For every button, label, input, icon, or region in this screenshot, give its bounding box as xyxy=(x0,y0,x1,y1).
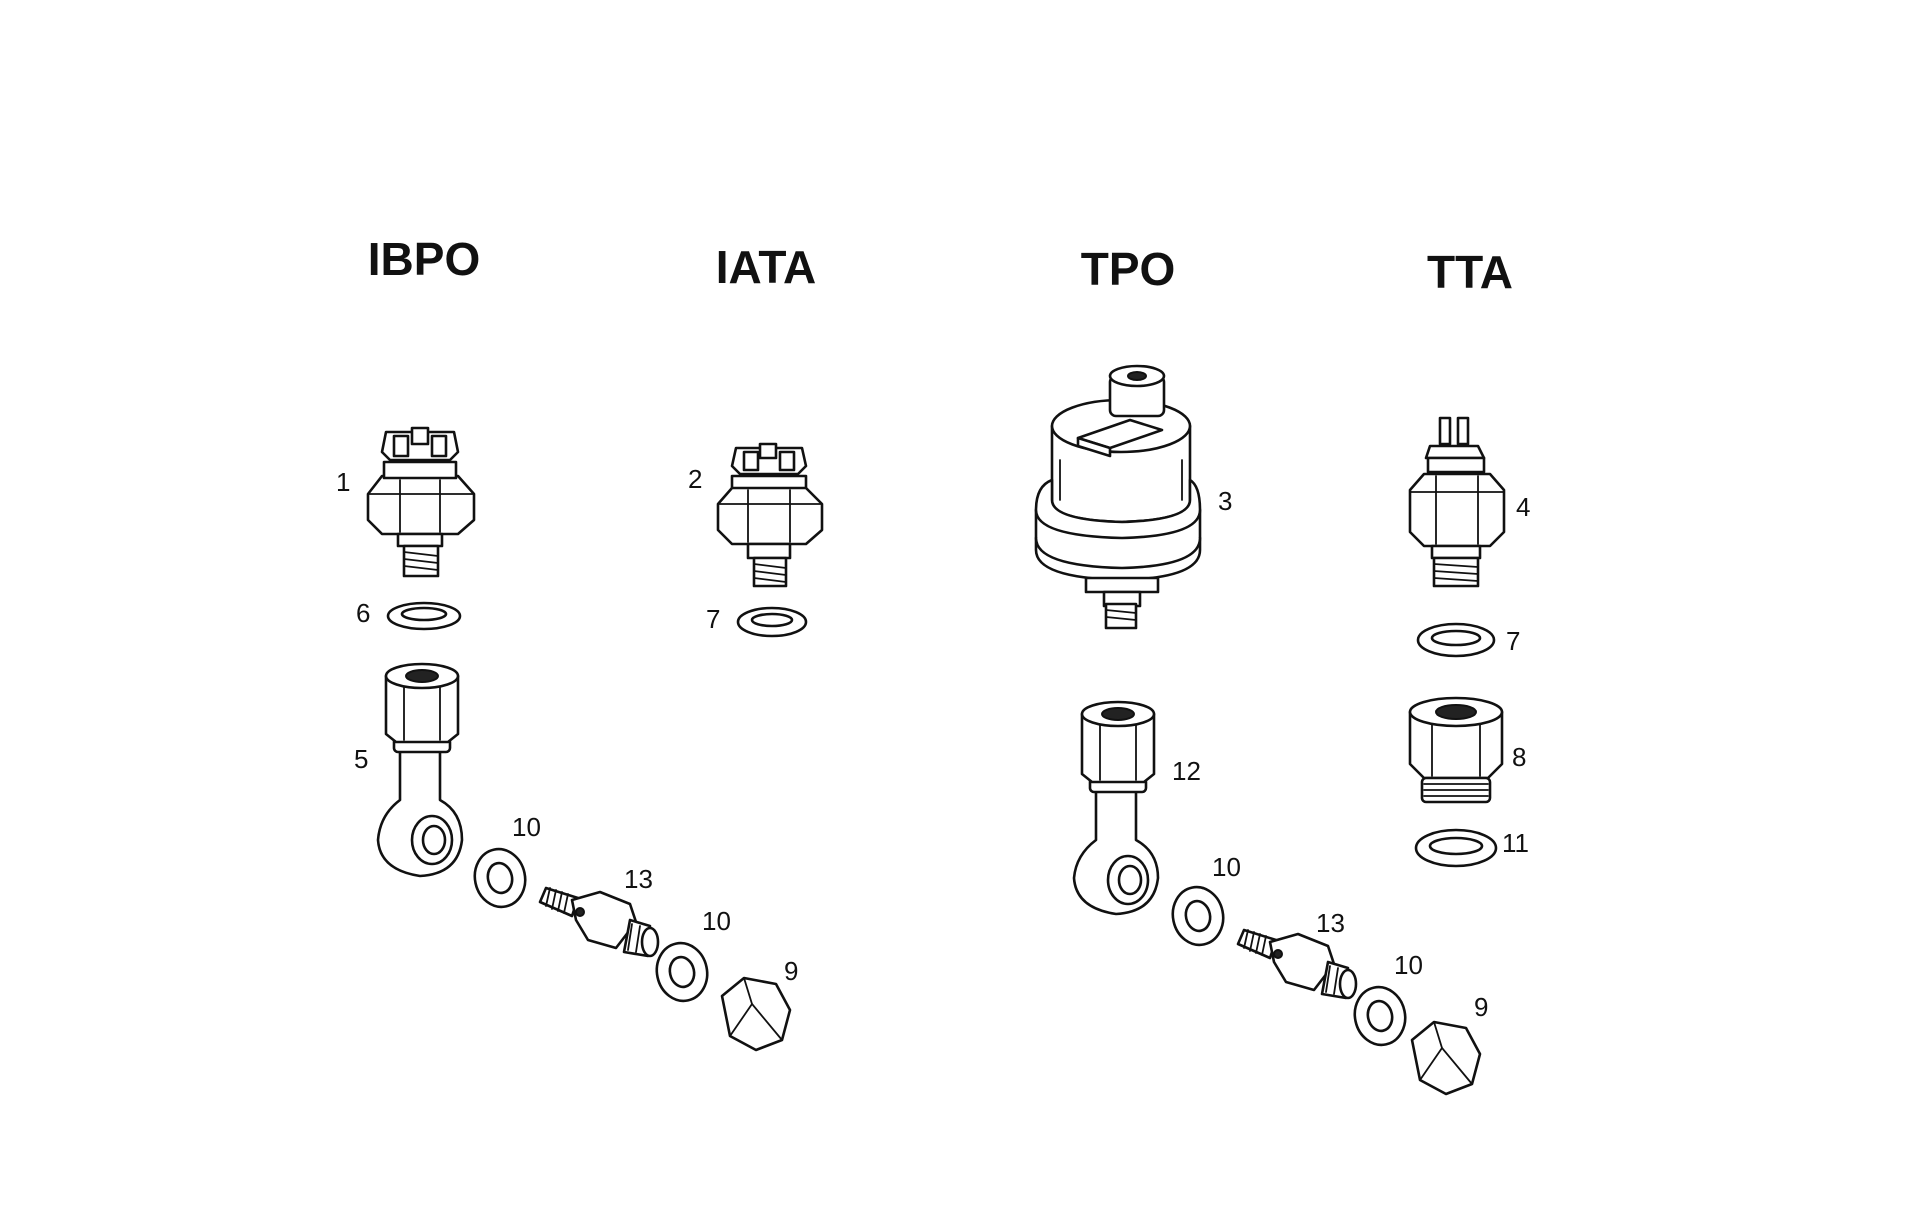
iata-pressure-switch xyxy=(716,442,824,588)
tpo-copper-washer-2 xyxy=(1353,985,1407,1047)
callout-10-d: 10 xyxy=(1394,950,1423,980)
tta-adapter xyxy=(1408,696,1504,804)
tta-sealing-washer-2 xyxy=(1414,828,1498,868)
callout-3: 3 xyxy=(1218,486,1232,516)
callout-7-b: 7 xyxy=(1506,626,1520,656)
ibpo-banjo-fitting xyxy=(376,662,464,878)
callout-5: 5 xyxy=(354,744,368,774)
callout-2: 2 xyxy=(688,464,702,494)
heading-iata: IATA xyxy=(716,241,817,293)
callout-9-b: 9 xyxy=(1474,992,1488,1022)
callout-9-a: 9 xyxy=(784,956,798,986)
callout-4: 4 xyxy=(1516,492,1530,522)
ibpo-pressure-switch xyxy=(366,426,476,578)
tpo-blanking-cap xyxy=(1410,1020,1482,1096)
tta-temperature-sender xyxy=(1408,416,1506,588)
callout-8: 8 xyxy=(1512,742,1526,772)
callout-1: 1 xyxy=(336,467,350,497)
callout-11: 11 xyxy=(1502,828,1529,858)
ibpo-copper-washer-1 xyxy=(473,847,527,909)
callout-6: 6 xyxy=(356,598,370,628)
ibpo-banjo-bolt xyxy=(538,886,660,958)
tpo-banjo-bolt xyxy=(1236,928,1358,1000)
heading-tta: TTA xyxy=(1427,246,1513,298)
ibpo-blanking-cap xyxy=(720,976,792,1052)
callout-13-b: 13 xyxy=(1316,908,1345,938)
heading-tpo: TPO xyxy=(1081,243,1176,295)
tpo-banjo-fitting xyxy=(1072,700,1160,916)
ibpo-sealing-washer xyxy=(386,601,462,631)
iata-sealing-washer xyxy=(736,606,808,638)
ibpo-copper-washer-2 xyxy=(655,941,709,1003)
tpo-pressure-sender xyxy=(1034,364,1202,630)
callout-10-a: 10 xyxy=(512,812,541,842)
callout-13-a: 13 xyxy=(624,864,653,894)
heading-ibpo: IBPO xyxy=(368,233,480,285)
callout-10-b: 10 xyxy=(702,906,731,936)
tpo-copper-washer-1 xyxy=(1171,885,1225,947)
callout-7-a: 7 xyxy=(706,604,720,634)
callout-12: 12 xyxy=(1172,756,1201,786)
callout-10-c: 10 xyxy=(1212,852,1241,882)
tta-sealing-washer xyxy=(1416,622,1496,658)
